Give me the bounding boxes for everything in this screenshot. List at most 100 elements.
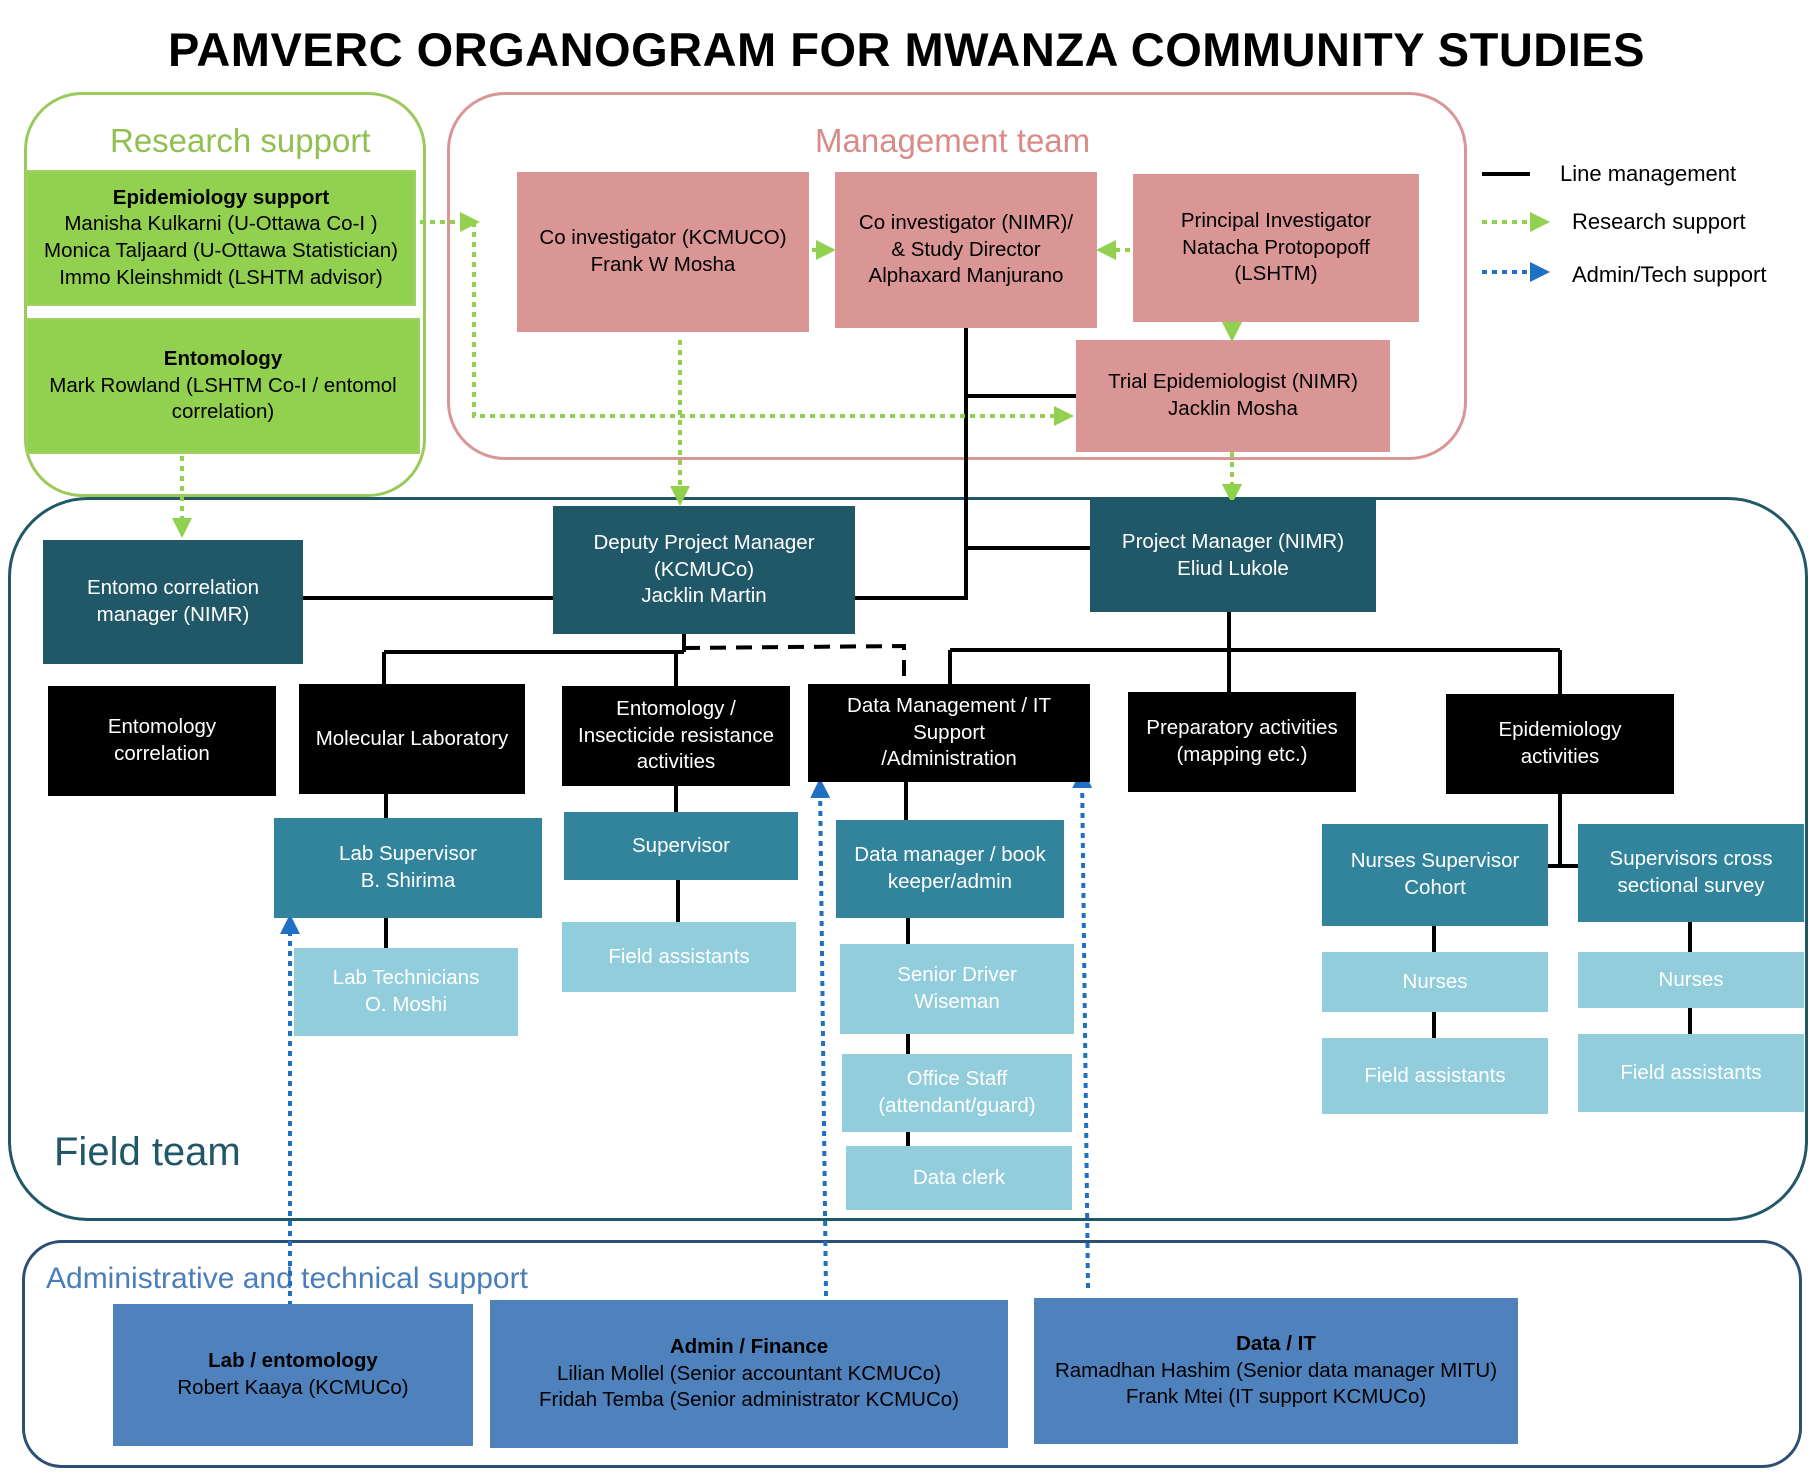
admin-data-it-heading: Data / IT	[1236, 1332, 1316, 1356]
trial-epi-line1: Trial Epidemiologist (NIMR)	[1108, 370, 1358, 394]
line-research-to-trial-epi	[472, 222, 1074, 426]
coi-nimr-line2: & Study Director	[891, 237, 1041, 261]
senior-driver-line1: Senior Driver	[897, 963, 1017, 987]
trial-epi-line2: Jacklin Mosha	[1168, 397, 1298, 420]
entomology-insecticide-box: Entomology / Insecticide resistance acti…	[562, 686, 790, 786]
line-admin-data-it-to-data-mgmt	[1072, 768, 1093, 1289]
management-team-label: Management team	[815, 122, 1091, 159]
data-manager-line1: Data manager / book	[854, 843, 1046, 867]
admin-data-it-box: Data / IT Ramadhan Hashim (Senior data m…	[1034, 1298, 1518, 1444]
entomology-insecticide-line3: activities	[636, 750, 716, 774]
data-clerk-box: Data clerk	[846, 1146, 1072, 1210]
line-deputy-to-data-mgmt-dashed	[683, 643, 906, 686]
office-staff-line2: (attendant/guard)	[878, 1094, 1036, 1117]
line-admin-finance-to-data-mgmt	[810, 778, 831, 1297]
principal-investigator-box: Principal Investigator Natacha Protopopo…	[1133, 174, 1419, 322]
epidemiology-support-line3: Immo Kleinshmidt (LSHTM advisor)	[59, 265, 383, 289]
lab-supervisor-line1: Lab Supervisor	[339, 842, 477, 866]
supervisors-cross-line1: Supervisors cross	[1609, 847, 1773, 871]
field-team-label: Field team	[54, 1130, 241, 1174]
molecular-laboratory-box: Molecular Laboratory	[299, 684, 525, 794]
coi-kcmuco-line2: Frank W Mosha	[590, 253, 736, 276]
epidemiology-activities-box: Epidemiology activities	[1446, 694, 1674, 794]
coi-kcmuco-box: Co investigator (KCMUCO) Frank W Mosha	[517, 172, 809, 332]
admin-support-group	[22, 1240, 1802, 1468]
lab-technicians-line1: Lab Technicians	[332, 966, 480, 990]
entomo-manager-line1: Entomo correlation	[86, 576, 260, 600]
entomology-insecticide-line2: Insecticide resistance	[578, 723, 774, 747]
preparatory-activities-box: Preparatory activities (mapping etc.)	[1128, 692, 1356, 792]
entomology-field-assistants-label: Field assistants	[608, 944, 750, 968]
supervisors-cross-line2: sectional survey	[1617, 874, 1765, 897]
entomology-support-line2: correlation)	[171, 400, 275, 424]
senior-driver-line2: Wiseman	[914, 990, 1000, 1013]
admin-support-label: Administrative and technical support	[46, 1262, 528, 1295]
entomo-manager-line2: manager (NIMR)	[96, 603, 250, 626]
admin-lab-line1: Robert Kaaya (KCMUCo)	[177, 1376, 409, 1399]
admin-finance-heading: Admin / Finance	[669, 1335, 829, 1359]
deputy-pm-line3: Jacklin Martin	[641, 584, 767, 608]
coi-nimr-line3: Alphaxard Manjurano	[868, 264, 1064, 288]
project-manager-box: Project Manager (NIMR) Eliud Lukole	[1090, 500, 1376, 612]
entomology-correlation-box: Entomology correlation	[48, 686, 276, 796]
entomology-correlation-line2: correlation	[114, 742, 210, 765]
data-mgmt-line1: Data Management / IT	[847, 694, 1051, 718]
supervisors-cross-sectional-box: Supervisors cross sectional survey	[1578, 824, 1804, 922]
data-manager-box: Data manager / book keeper/admin	[836, 820, 1064, 918]
page-title: PAMVERC ORGANOGRAM FOR MWANZA COMMUNITY …	[168, 23, 1645, 76]
deputy-project-manager-box: Deputy Project Manager (KCMUCo) Jacklin …	[553, 506, 855, 634]
lab-technicians-box: Lab Technicians O. Moshi	[294, 948, 518, 1036]
data-manager-line2: keeper/admin	[887, 870, 1013, 893]
field-assistants-cohort-label: Field assistants	[1364, 1063, 1506, 1087]
entomology-support-line1: Mark Rowland (LSHTM Co-I / entomol	[49, 373, 397, 397]
legend-research-support: Research support	[1572, 209, 1746, 234]
research-support-label: Research support	[110, 122, 371, 159]
entomology-correlation-line1: Entomology	[107, 715, 217, 739]
molecular-lab-label: Molecular Laboratory	[315, 726, 509, 750]
coi-nimr-line1: Co investigator (NIMR)/	[858, 211, 1074, 235]
pi-line2: Natacha Protopopoff	[1182, 235, 1370, 259]
epi-activities-line2: activities	[1520, 745, 1600, 768]
trial-epidemiologist-box: Trial Epidemiologist (NIMR) Jacklin Mosh…	[1076, 340, 1390, 452]
management-team-group	[447, 92, 1467, 460]
field-assistants-cross-label: Field assistants	[1620, 1060, 1762, 1084]
nurses-supervisor-cohort-box: Nurses Supervisor Cohort	[1322, 824, 1548, 926]
preparatory-line1: Preparatory activities	[1146, 716, 1338, 740]
lab-supervisor-box: Lab Supervisor B. Shirima	[274, 818, 542, 918]
epidemiology-support-line1: Manisha Kulkarni (U-Ottawa Co-I )	[64, 212, 378, 236]
lab-supervisor-line2: B. Shirima	[360, 869, 456, 892]
office-staff-box: Office Staff (attendant/guard)	[842, 1054, 1072, 1132]
admin-data-it-line1: Ramadhan Hashim (Senior data manager MIT…	[1054, 1358, 1498, 1382]
admin-finance-line1: Lilian Mollel (Senior accountant KCMUCo)	[557, 1361, 941, 1385]
nurses-supervisor-line1: Nurses Supervisor	[1350, 849, 1520, 873]
admin-lab-heading: Lab / entomology	[208, 1349, 378, 1373]
deputy-pm-line2: (KCMUCo)	[653, 557, 755, 581]
entomology-supervisor-label: Supervisor	[632, 833, 730, 857]
admin-lab-entomology-box: Lab / entomology Robert Kaaya (KCMUCo)	[113, 1304, 473, 1446]
admin-finance-line2: Fridah Temba (Senior administrator KCMUC…	[538, 1388, 959, 1412]
entomo-correlation-manager-box: Entomo correlation manager (NIMR)	[43, 540, 303, 664]
data-mgmt-line3: /Administration	[881, 747, 1017, 771]
data-management-box: Data Management / IT Support /Administra…	[808, 684, 1090, 782]
field-team-group	[8, 497, 1808, 1221]
entomology-support-box: Entomology Mark Rowland (LSHTM Co-I / en…	[26, 318, 420, 454]
nurses-cohort-box: Nurses	[1322, 952, 1548, 1012]
pm-line2: Eliud Lukole	[1177, 557, 1289, 580]
pm-line1: Project Manager (NIMR)	[1121, 530, 1345, 554]
coi-nimr-box: Co investigator (NIMR)/ & Study Director…	[835, 172, 1097, 328]
nurses-cross-sectional-box: Nurses	[1578, 952, 1804, 1008]
legend-admin-tech-support: Admin/Tech support	[1572, 262, 1767, 287]
nurses-cohort-label: Nurses	[1402, 969, 1468, 993]
epidemiology-support-box: Epidemiology support Manisha Kulkarni (U…	[26, 170, 416, 306]
epidemiology-support-line2: Monica Taljaard (U-Ottawa Statistician)	[44, 239, 398, 262]
data-mgmt-line2: Support	[913, 720, 985, 744]
field-assistants-cohort-box: Field assistants	[1322, 1038, 1548, 1114]
legend-line-management: Line management	[1560, 161, 1737, 186]
admin-data-it-line2: Frank Mtei (IT support KCMUCo)	[1125, 1385, 1427, 1409]
line-coi-nimr-to-deputy	[853, 328, 968, 600]
pi-line3: (LSHTM)	[1234, 262, 1318, 286]
epi-activities-line1: Epidemiology	[1498, 718, 1622, 742]
deputy-pm-line1: Deputy Project Manager	[593, 531, 815, 555]
data-clerk-label: Data clerk	[912, 1165, 1006, 1189]
field-assistants-cross-sectional-box: Field assistants	[1578, 1034, 1804, 1112]
